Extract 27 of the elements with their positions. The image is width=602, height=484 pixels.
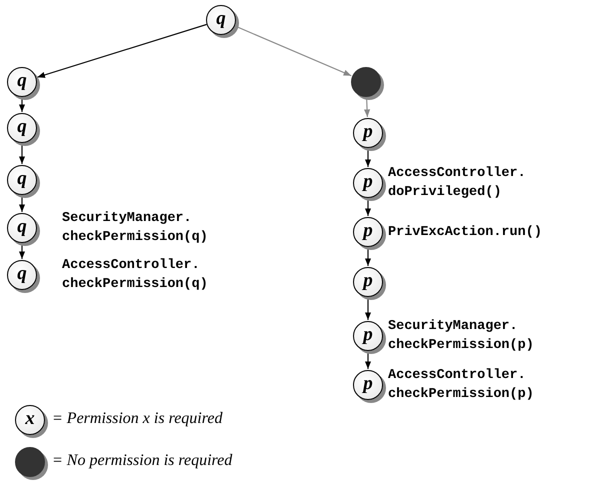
arrow (18, 97, 26, 112)
method-call-label: AccessController. checkPermission(q) (62, 257, 209, 294)
no-permission-circle (351, 67, 381, 97)
arrow (37, 24, 207, 78)
permission-circle: p (353, 267, 383, 297)
method-call-label: AccessController. checkPermission(p) (388, 367, 535, 404)
permission-circle: p (353, 321, 383, 351)
permission-swatch: x (15, 405, 45, 435)
permission-circle: p (353, 168, 383, 198)
method-call-label: SecurityManager. checkPermission(p) (388, 318, 535, 355)
permission-circle: q (7, 260, 37, 290)
arrow (18, 143, 26, 164)
permission-circle: q (7, 165, 37, 195)
legend-text: = No permission is required (52, 452, 232, 470)
legend-text: = Permission x is required (52, 410, 222, 428)
permission-circle: p (353, 217, 383, 247)
permission-circle: q (206, 5, 236, 35)
permission-circle: p (353, 370, 383, 400)
permission-circle: q (7, 67, 37, 97)
permission-circle: p (353, 118, 383, 148)
permission-circle: q (7, 113, 37, 143)
arrow (364, 351, 372, 369)
method-call-label: PrivExcAction.run() (388, 224, 543, 242)
method-call-label: SecurityManager. checkPermission(q) (62, 210, 209, 247)
permission-circle: q (7, 213, 37, 243)
method-call-label: AccessController. doPrivileged() (388, 165, 527, 202)
arrow (364, 198, 372, 216)
